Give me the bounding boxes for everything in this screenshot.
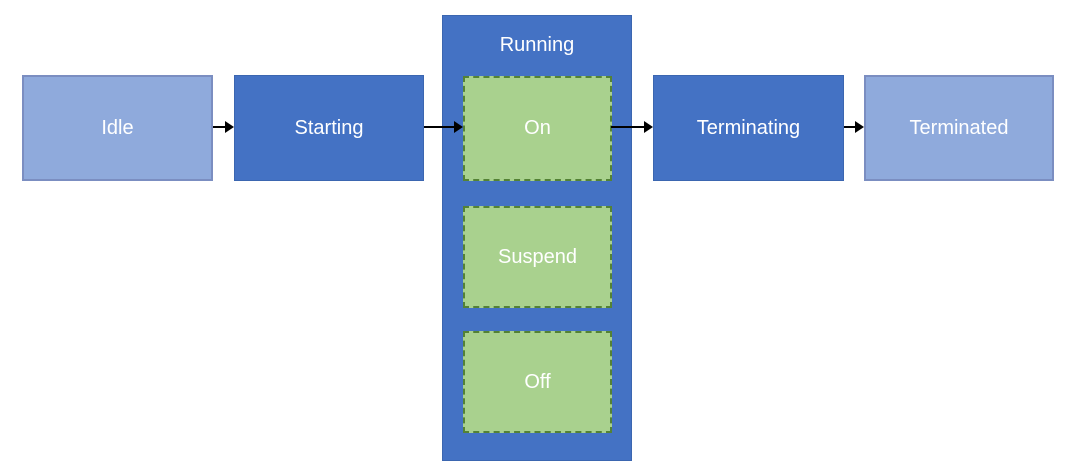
substate-node-off: Off (463, 331, 612, 433)
substate-label-off: Off (524, 370, 551, 393)
state-label-terminated: Terminated (909, 116, 1009, 139)
state-label-terminating: Terminating (696, 116, 801, 139)
substate-node-on: On (463, 76, 612, 181)
arrow-head-icon (225, 121, 234, 133)
arrow-terminating-to-terminated (844, 120, 864, 134)
arrow-shaft (611, 126, 644, 128)
substate-label-on: On (524, 117, 551, 139)
arrow-idle-to-starting (213, 120, 234, 134)
state-node-starting: Starting (234, 75, 424, 181)
state-node-idle: Idle (22, 75, 213, 181)
substate-label-suspend: Suspend (498, 245, 577, 268)
state-label-idle: Idle (101, 116, 134, 139)
state-label-starting: Starting (294, 116, 364, 139)
arrow-starting-to-on (424, 120, 463, 134)
arrow-head-icon (644, 121, 653, 133)
state-node-terminating: Terminating (653, 75, 844, 181)
state-node-terminated: Terminated (864, 75, 1054, 181)
arrow-shaft (844, 126, 855, 128)
arrow-head-icon (454, 121, 463, 133)
arrow-shaft (424, 126, 454, 128)
arrow-shaft (213, 126, 225, 128)
arrow-on-to-terminating (611, 120, 653, 134)
substate-node-suspend: Suspend (463, 206, 612, 308)
arrow-head-icon (855, 121, 864, 133)
state-label-running: Running (499, 33, 575, 56)
state-container-running: Running On Suspend Off (442, 15, 632, 461)
